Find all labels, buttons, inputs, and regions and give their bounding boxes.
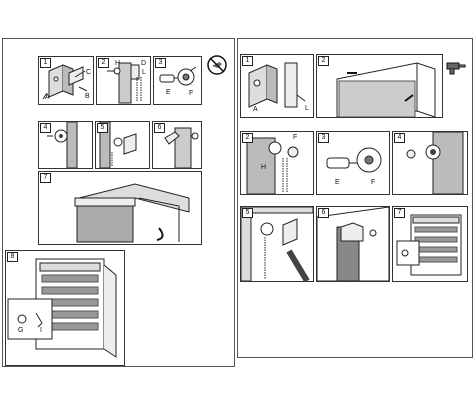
step-number: 6: [318, 208, 329, 218]
left-step-3-panel: 3 E F: [153, 56, 202, 105]
left-instruction-sheet: 1 A B C 2 H D L 3: [2, 38, 235, 367]
left-step-4-panel: 4: [38, 121, 93, 169]
part-label: F: [293, 134, 298, 141]
roller-bracket-illustration: [47, 122, 78, 168]
side-bracket-illustration: [164, 127, 199, 168]
step-number: 6: [154, 123, 165, 133]
step-number: 4: [394, 133, 405, 143]
part-label: H: [115, 60, 121, 67]
bracket-attach-illustration: [317, 207, 389, 281]
part-label: I: [40, 327, 42, 334]
part-label: F: [371, 179, 376, 186]
installed-blind-illustration: [7, 258, 117, 358]
bracket-illustration: [248, 62, 306, 108]
step-number: 2: [242, 133, 253, 143]
part-label: F: [189, 90, 194, 97]
right-step-3-panel: 3 E F: [316, 131, 390, 195]
right-step-7-panel: 7: [392, 206, 468, 282]
part-label: E: [335, 179, 340, 186]
step-number: 8: [7, 252, 18, 262]
wall-plug-washer-illustration: [326, 147, 382, 173]
left-step-7-panel: 7: [38, 171, 202, 245]
drill-icon: [446, 62, 466, 75]
part-label: H: [261, 164, 267, 171]
part-label: L: [305, 105, 309, 112]
step-number: 5: [97, 123, 108, 133]
right-step-5-panel: 5: [240, 206, 314, 282]
right-step-4-panel: 4: [392, 131, 468, 195]
right-step-6-panel: 6: [316, 206, 390, 282]
right-step-2b-panel: 2 F H: [240, 131, 314, 195]
step-number: 2: [318, 56, 329, 66]
frame-mounting-illustration: [336, 62, 436, 117]
step-number: 2: [98, 58, 109, 68]
step-number: 1: [242, 56, 253, 66]
step-number: 1: [40, 58, 51, 68]
step-number: 7: [40, 173, 51, 183]
wall-plug-screw-illustration: [159, 66, 197, 86]
blind-mounting-illustration: [74, 183, 190, 243]
left-step-2-panel: 2 H D L: [96, 56, 151, 105]
left-step-8-panel: 8 G I: [5, 250, 125, 366]
right-step-2-panel: 2: [316, 54, 443, 118]
part-label: C: [86, 69, 92, 76]
right-instruction-sheet: 1 A L 2 2: [237, 38, 473, 358]
left-step-6-panel: 6: [152, 121, 202, 169]
chain-mechanism-illustration: [107, 62, 142, 104]
part-label: A: [45, 94, 50, 101]
end-cap-illustration: [406, 132, 464, 194]
step-number: 7: [394, 208, 405, 218]
bracket-clip-illustration: [42, 64, 88, 100]
part-label: E: [166, 89, 171, 96]
left-step-5-panel: 5: [95, 121, 150, 169]
step-number: 3: [155, 58, 166, 68]
step-number: 5: [242, 208, 253, 218]
finished-blind-illustration: [396, 214, 462, 276]
clip-install-illustration: [241, 207, 313, 281]
part-label: A: [253, 106, 258, 113]
part-label: D: [141, 60, 147, 67]
clip-fastening-illustration: [99, 122, 137, 168]
part-label: G: [18, 327, 24, 334]
right-step-1-panel: 1 A L: [240, 54, 314, 118]
part-label: B: [85, 93, 90, 100]
step-number: 3: [318, 133, 329, 143]
no-drill-icon: [207, 55, 227, 75]
part-label: L: [142, 69, 146, 76]
left-step-1-panel: 1 A B C: [38, 56, 94, 105]
step-number: 4: [40, 123, 51, 133]
chain-wheel-illustration: [246, 137, 299, 194]
